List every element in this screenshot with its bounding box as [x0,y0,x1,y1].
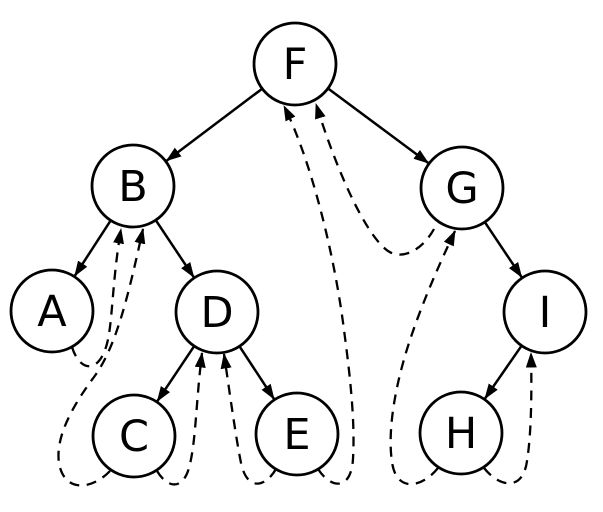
edge-F-G [327,87,430,165]
node-B: B [90,143,176,229]
node-label-F: F [283,40,308,90]
node-circle-C [91,393,177,479]
node-label-B: B [118,162,148,212]
node-circle-G [419,145,505,231]
node-circle-D [174,269,260,355]
node-D: D [174,269,260,355]
node-label-A: A [37,287,67,337]
node-label-D: D [200,288,233,338]
node-label-I: I [539,288,552,338]
edge-I-H [483,344,523,400]
node-F: F [252,21,338,107]
edge-B-A [73,219,112,277]
thread-edge-C-B [57,228,146,487]
node-C: C [91,393,177,479]
thread-edge-A-B [70,228,125,368]
node-circle-H [418,390,504,476]
thread-edge-C-D [156,352,206,486]
node-A: A [9,268,95,354]
node-circle-F [252,21,338,107]
node-circle-A [9,268,95,354]
edge-F-B [165,87,263,162]
thread-edge-H-G [389,230,457,486]
node-G: G [419,145,505,231]
node-circle-I [502,269,588,355]
node-E: E [254,391,340,477]
edge-G-I [483,221,523,278]
node-H: H [418,390,504,476]
node-label-E: E [283,410,310,460]
node-circle-E [254,391,340,477]
node-label-H: H [445,409,477,459]
node-I: I [502,269,588,355]
nodes-layer: F B G A D I C E H [9,21,588,479]
edge-B-D [154,219,195,278]
thread-edge-H-I [483,352,537,485]
node-label-C: C [119,412,149,462]
node-circle-B [90,143,176,229]
thread-edge-E-F [282,105,355,485]
thread-edge-E-D [220,353,277,485]
edge-D-E [238,345,276,400]
thread-edge-G-F [314,103,436,256]
edges-layer [57,87,537,487]
node-label-G: G [445,164,478,214]
edge-D-C [156,345,196,402]
